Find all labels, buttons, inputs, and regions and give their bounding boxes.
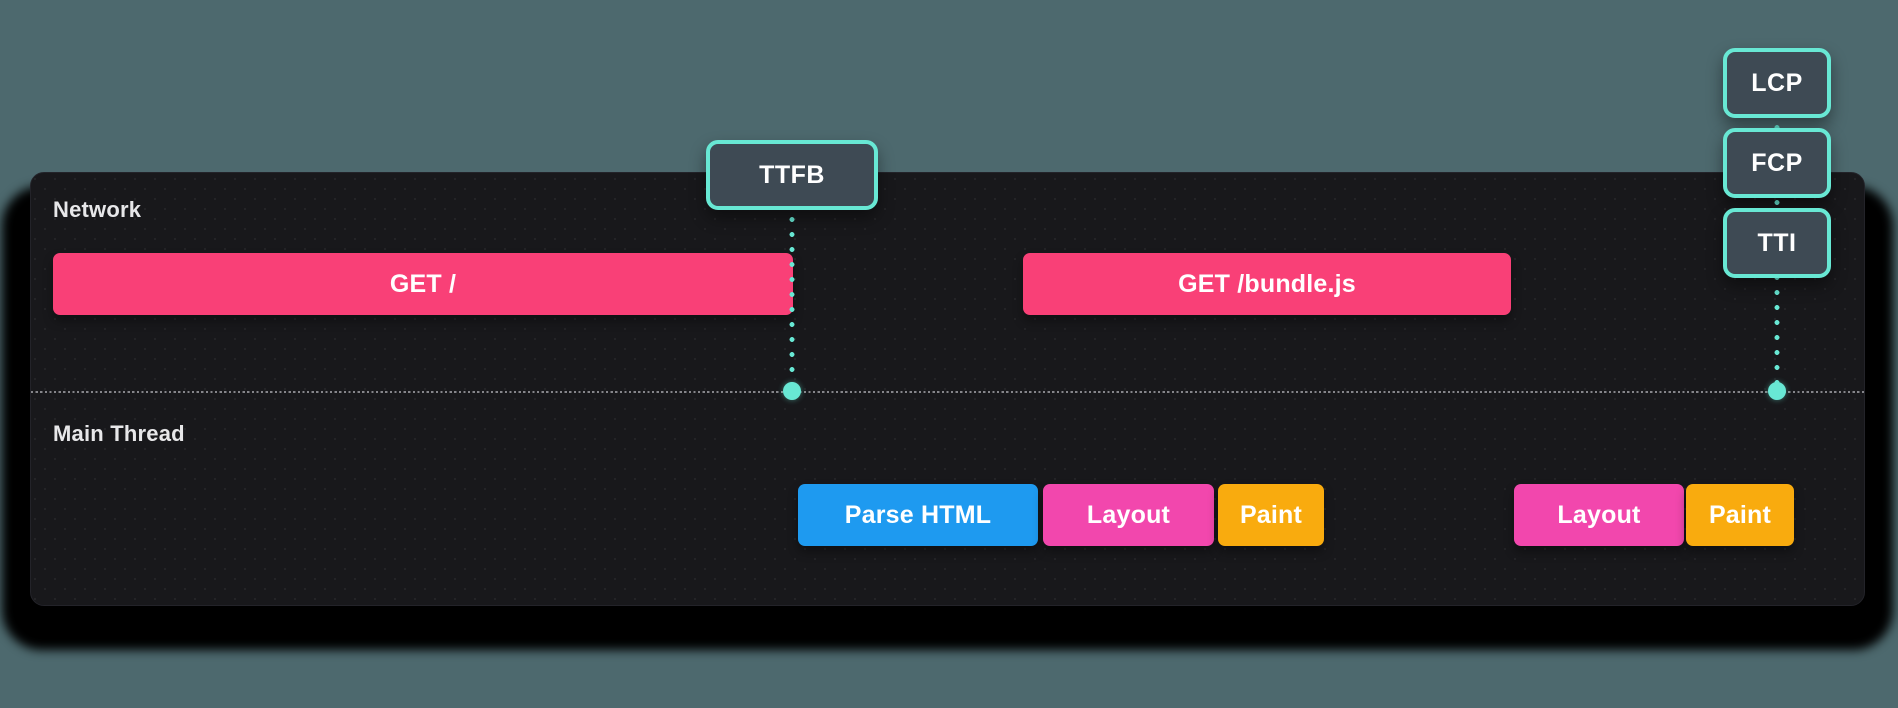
fcp-marker: FCP: [1723, 128, 1831, 198]
fcp-marker-label: FCP: [1751, 148, 1803, 177]
network-bar-get-root-label: GET /: [389, 269, 457, 298]
ttfb-timeline-dot: [783, 382, 801, 400]
network-lane-label: Network: [53, 197, 142, 222]
lcp-marker: LCP: [1723, 48, 1831, 118]
lcp-marker-label: LCP: [1751, 68, 1803, 97]
tti-marker-label: TTI: [1757, 228, 1797, 257]
network-bar-get-bundle: GET /bundle.js: [1023, 253, 1511, 315]
ttfb-dotted-connector: [789, 212, 795, 388]
ttfb-marker: TTFB: [706, 140, 878, 210]
main-thread-bar-layout-2: Layout: [1514, 484, 1684, 546]
main-thread-bar-parse-html: Parse HTML: [798, 484, 1038, 546]
lane-divider: [31, 391, 1864, 394]
timeline-panel: Network GET / GET /bundle.js Main Thread…: [30, 172, 1865, 606]
main-thread-bar-paint-1: Paint: [1218, 484, 1324, 546]
metrics-timeline-dot: [1768, 382, 1786, 400]
main-thread-lane-label: Main Thread: [53, 421, 185, 446]
layout-1-label: Layout: [1086, 500, 1171, 529]
paint-2-label: Paint: [1708, 500, 1772, 529]
main-thread-bar-layout-1: Layout: [1043, 484, 1214, 546]
paint-1-label: Paint: [1239, 500, 1303, 529]
parse-html-label: Parse HTML: [844, 500, 992, 529]
tti-marker: TTI: [1723, 208, 1831, 278]
network-bar-get-root: GET /: [53, 253, 793, 315]
main-thread-bar-paint-2: Paint: [1686, 484, 1794, 546]
network-bar-get-bundle-label: GET /bundle.js: [1178, 269, 1356, 298]
layout-2-label: Layout: [1557, 500, 1641, 529]
ttfb-marker-label: TTFB: [759, 160, 825, 189]
